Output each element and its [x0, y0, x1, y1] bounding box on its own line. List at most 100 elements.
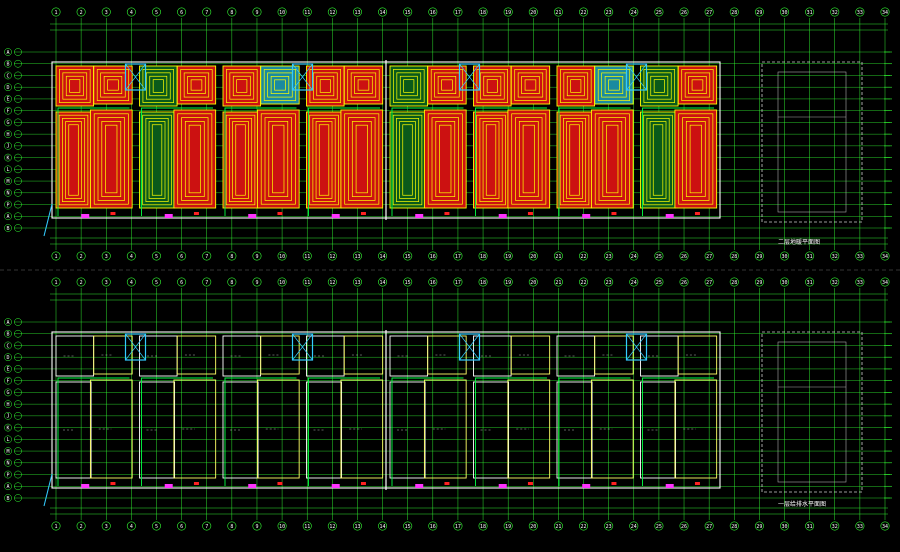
axis-bubble-label: 3: [105, 280, 108, 286]
axis-bubble-label: 17: [455, 254, 461, 260]
axis-bubble-label: 6: [180, 254, 183, 260]
axis-bubble: [177, 7, 187, 17]
axis-bubble: [805, 7, 815, 17]
heated-room: [556, 111, 593, 209]
axis-bubble: [302, 521, 312, 531]
room-outline: [306, 381, 343, 479]
section-mark: [43, 203, 53, 237]
heated-room: [423, 109, 467, 209]
axis-bubble-label: 25: [656, 524, 662, 530]
axis-bubble: [4, 48, 12, 56]
axis-bubble-label: 12: [329, 10, 335, 16]
axis-bubble: [503, 7, 513, 17]
axis-bubble: [780, 277, 790, 287]
axis-bubble: [830, 7, 840, 17]
axis-bubble: [14, 353, 22, 362]
axis-bubble: [780, 521, 790, 531]
axis-bubble: [880, 521, 890, 531]
axis-bubble: [553, 251, 563, 261]
heated-room: [590, 109, 634, 209]
heating-coil: [177, 113, 213, 205]
heating-coil: [190, 79, 203, 91]
axis-bubble: [4, 142, 12, 150]
axis-bubble-label: L: [6, 437, 9, 443]
axis-bubble: [202, 251, 212, 261]
axis-bubble: [654, 521, 664, 531]
axis-bubble-label: 28: [731, 10, 737, 16]
heating-coil: [685, 121, 706, 197]
valve-mark: [444, 482, 450, 485]
axis-bubble: [604, 521, 614, 531]
heating-coil: [521, 76, 540, 94]
fixture-mark: [331, 214, 340, 218]
axis-bubble-label: 5: [155, 280, 158, 286]
axis-bubble-label: P: [6, 472, 9, 478]
axis-bubble-label: 11: [304, 280, 310, 286]
axis-bubble: [14, 494, 22, 502]
heated-room: [473, 111, 510, 209]
axis-bubble: [14, 388, 22, 397]
axis-bubble: [327, 521, 337, 531]
axis-bubble: [428, 521, 438, 531]
heated-room: [640, 111, 677, 209]
axis-bubble-label: 23: [606, 254, 612, 260]
axis-bubble: [403, 521, 413, 531]
axis-bubble: [14, 365, 22, 373]
heating-coil: [97, 117, 125, 201]
heating-coil: [270, 76, 290, 94]
axis-bubble: [880, 7, 890, 17]
axis-bubble: [14, 447, 22, 455]
axis-bubble-label: 3: [105, 10, 108, 16]
heating-coil: [514, 69, 547, 101]
axis-bubble: [880, 251, 890, 261]
axis-bubble-label: K: [6, 425, 9, 431]
axis-bubble-label: 31: [807, 524, 813, 530]
heating-coil: [235, 124, 246, 196]
heating-coil: [602, 121, 623, 197]
axis-bubble-label: 32: [832, 10, 838, 16]
heating-coil: [399, 75, 418, 97]
heating-coil: [396, 72, 422, 100]
heating-coil: [357, 79, 370, 91]
axis-bubble-label: 10: [279, 10, 285, 16]
axis-bubble-label: 27: [706, 254, 712, 260]
duct-shaft: [458, 333, 481, 361]
axis-bubble: [101, 7, 111, 17]
heating-coil: [479, 118, 503, 202]
heated-room: [260, 65, 300, 105]
axis-bubble-label: D: [6, 355, 9, 361]
axis-bubble-label: H: [6, 402, 9, 408]
axis-bubble-label: M: [6, 179, 9, 185]
axis-bubble: [553, 521, 563, 531]
heated-room: [510, 65, 551, 105]
heating-coil: [684, 72, 711, 98]
heating-coil: [348, 117, 376, 201]
axis-bubble: [14, 142, 22, 150]
heating-coil: [180, 69, 213, 101]
axis-bubble: [14, 412, 22, 420]
axis-bubble: [805, 277, 815, 287]
duct-shaft: [458, 63, 481, 91]
duct-diagonal: [292, 63, 313, 91]
heating-coil: [344, 113, 380, 205]
axis-bubble: [855, 277, 865, 287]
room-outline: [89, 379, 133, 479]
axis-bubble: [151, 277, 161, 287]
heating-coil: [232, 121, 249, 199]
heated-room: [89, 109, 133, 209]
axis-bubble: [4, 165, 12, 174]
heating-coil: [563, 72, 589, 100]
room-outline: [640, 381, 677, 479]
axis-bubble: [277, 7, 287, 17]
axis-bubble: [805, 251, 815, 261]
axis-bubble-label: 2: [80, 280, 83, 286]
axis-bubble: [4, 376, 12, 385]
heating-coil: [566, 121, 583, 199]
axis-bubble: [503, 251, 513, 261]
heating-coil: [312, 72, 338, 100]
axis-bubble: [4, 177, 12, 185]
axis-bubble: [76, 7, 86, 17]
axis-bubble-label: 29: [756, 10, 762, 16]
fixture-mark: [331, 484, 340, 488]
axis-bubble: [679, 277, 689, 287]
